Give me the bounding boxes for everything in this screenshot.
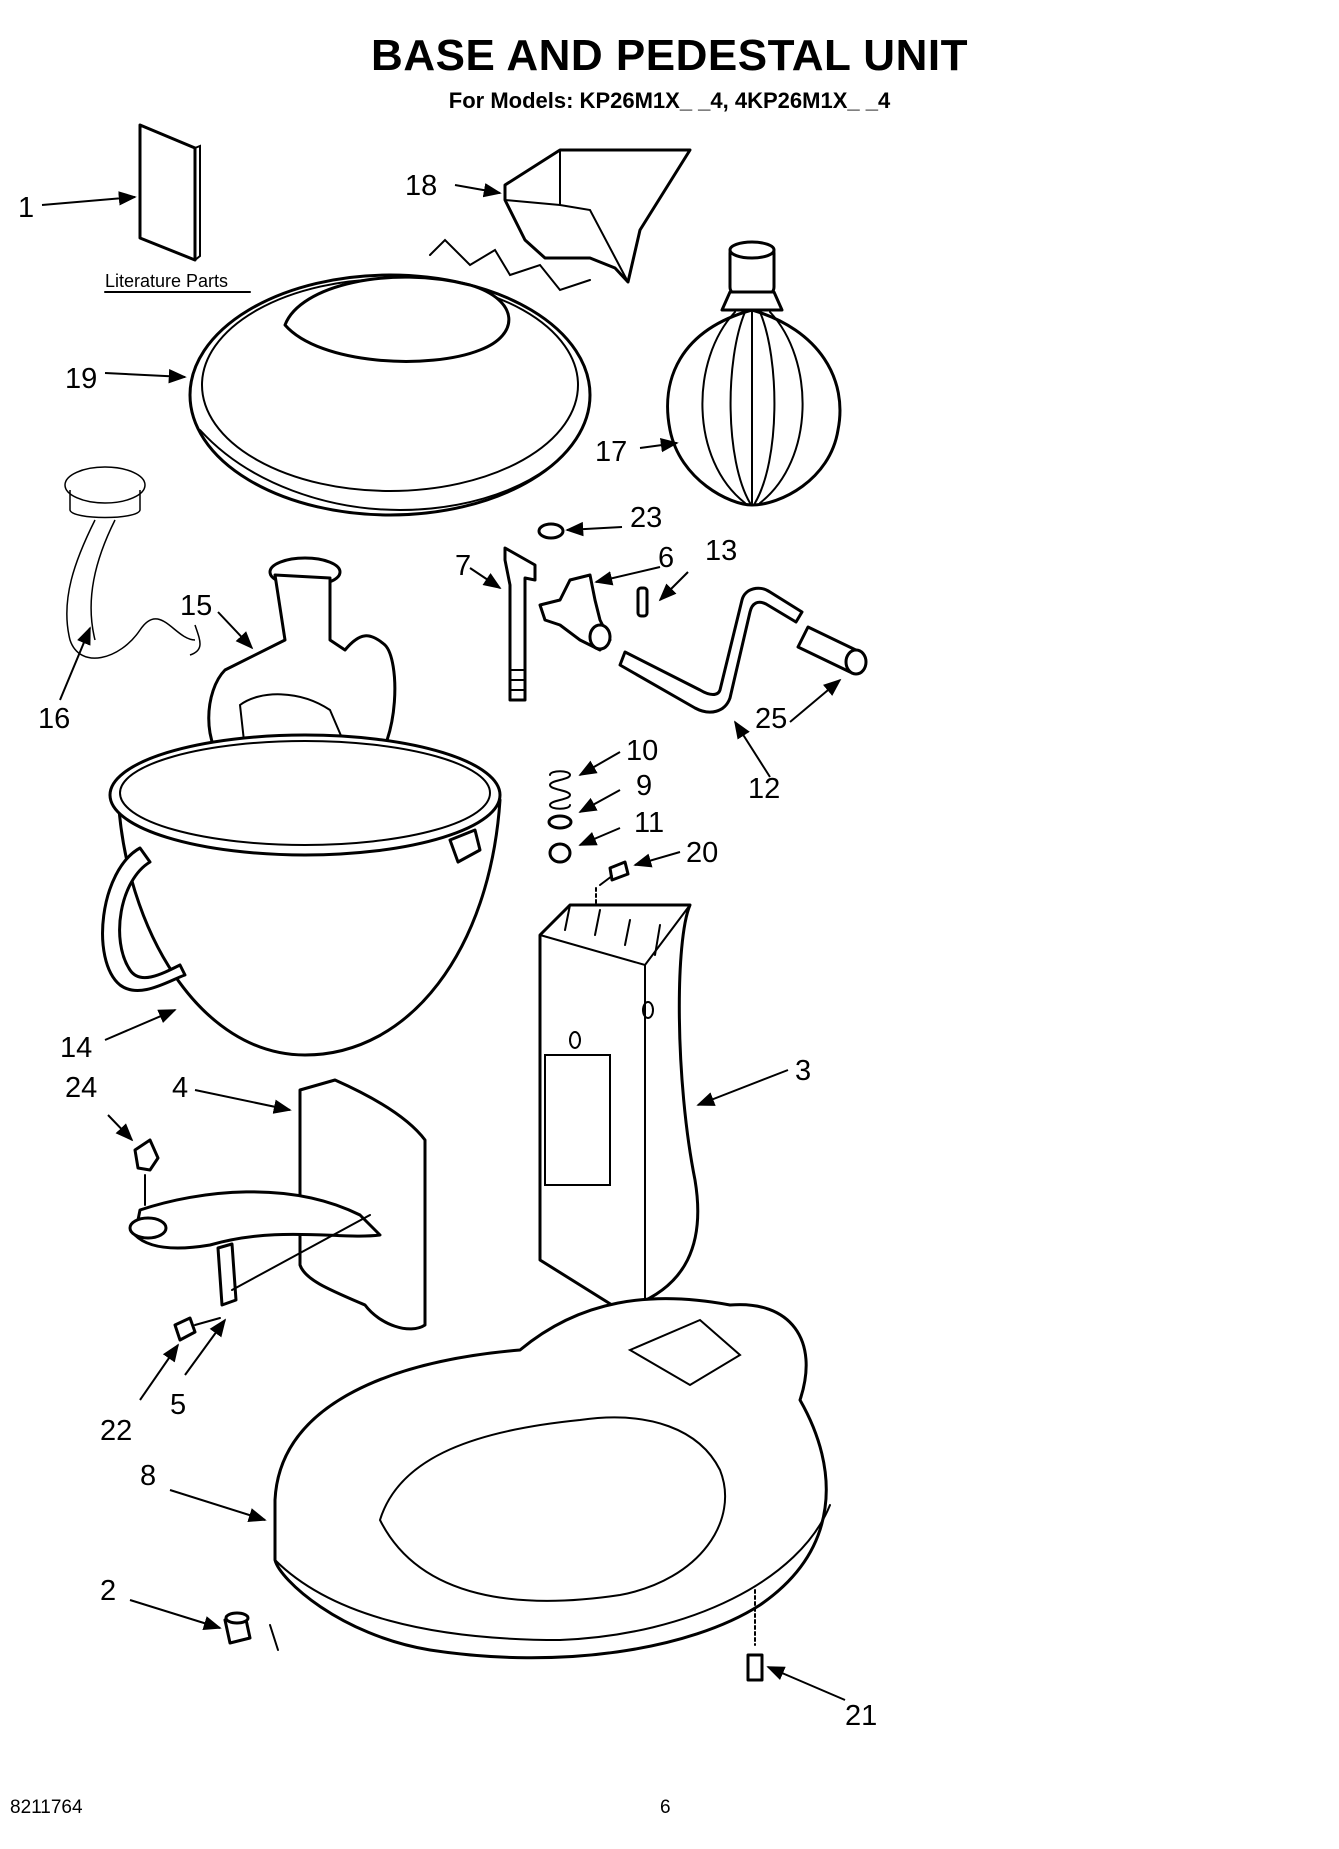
part-4-bowl-support xyxy=(128,1078,427,1331)
callout-21: 21 xyxy=(845,1700,877,1732)
part-9-washer xyxy=(547,789,621,830)
callout-15: 15 xyxy=(180,590,212,622)
callout-9: 9 xyxy=(636,770,652,802)
part-18-pouring-chute xyxy=(454,148,692,284)
part-10-spring xyxy=(548,751,621,810)
callout-11: 11 xyxy=(634,807,664,839)
callout-12: 12 xyxy=(748,773,780,805)
part-11-nut xyxy=(548,827,621,864)
callout-25: 25 xyxy=(755,703,787,735)
part-14-mixing-bowl xyxy=(101,733,502,1057)
callout-23: 23 xyxy=(630,502,662,534)
part-21-screw xyxy=(746,1589,846,1701)
part-13-pin xyxy=(636,571,689,618)
callout-17: 17 xyxy=(595,436,627,468)
part-12-lift-handle xyxy=(618,586,804,778)
callout-8: 8 xyxy=(140,1460,156,1492)
literature-parts-label: Literature Parts xyxy=(105,271,228,291)
callout-20: 20 xyxy=(686,837,718,869)
part-2-foot xyxy=(129,1599,279,1651)
document-number: 8211764 xyxy=(10,1797,83,1818)
part-16-dough-hook xyxy=(59,466,201,701)
callout-6: 6 xyxy=(658,542,674,574)
callout-5: 5 xyxy=(170,1389,186,1421)
callout-1: 1 xyxy=(18,192,34,224)
callout-10: 10 xyxy=(626,735,658,767)
callout-16: 16 xyxy=(38,703,70,735)
part-25-handle-grip xyxy=(789,625,868,723)
part-6-lift-bracket xyxy=(538,566,661,652)
model-subtitle: For Models: KP26M1X_ _4, 4KP26M1X_ _4 xyxy=(448,88,891,113)
part-17-wire-whip xyxy=(639,240,842,507)
callout-3: 3 xyxy=(795,1055,811,1087)
callout-14: 14 xyxy=(60,1032,92,1064)
page-number: 6 xyxy=(660,1797,671,1818)
callout-18: 18 xyxy=(405,170,437,202)
callout-24: 24 xyxy=(65,1072,97,1104)
part-24-knob xyxy=(107,1114,160,1206)
part-19-pouring-shield xyxy=(104,238,592,517)
part-7-lift-rod xyxy=(469,546,537,702)
callout-7: 7 xyxy=(455,550,471,582)
part-3-pedestal xyxy=(538,903,789,1312)
part-22-screw xyxy=(139,1316,221,1401)
part-23-ring-clip xyxy=(537,521,623,540)
callout-13: 13 xyxy=(705,535,737,567)
callout-4: 4 xyxy=(172,1072,188,1104)
callout-22: 22 xyxy=(100,1415,132,1447)
part-5-bracket-plate xyxy=(184,1214,371,1376)
part-1-literature-booklet: Literature Parts xyxy=(41,123,251,293)
callout-19: 19 xyxy=(65,363,97,395)
page-title: BASE AND PEDESTAL UNIT xyxy=(371,31,968,80)
part-8-base xyxy=(169,1297,831,1660)
callout-2: 2 xyxy=(100,1575,116,1607)
